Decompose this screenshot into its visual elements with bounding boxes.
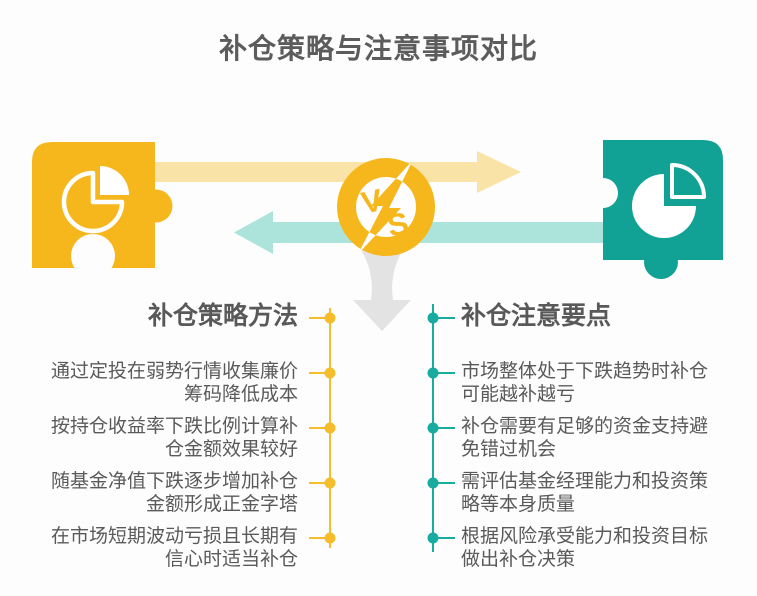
left-timeline xyxy=(309,308,336,548)
puzzle-notch xyxy=(71,234,115,278)
timeline-dot xyxy=(427,532,439,544)
pie-chart-filled-icon xyxy=(632,163,706,238)
timeline-dot xyxy=(324,422,336,434)
right-item-4: 根据风险承受能力和投资目标 做出补仓决策 xyxy=(461,526,709,570)
left-puzzle-piece xyxy=(32,142,173,278)
right-column-heading: 补仓注意要点 xyxy=(461,302,612,330)
down-arrow xyxy=(353,248,411,331)
right-item-2: 补仓需要有足够的资金支持避 免错过机会 xyxy=(461,416,709,460)
puzzle-knob xyxy=(644,245,678,279)
left-item-1: 通过定投在弱势行情收集廉价 筹码降低成本 xyxy=(50,361,298,405)
vs-badge: V S xyxy=(337,158,435,256)
timeline-dot xyxy=(324,532,336,544)
timeline-dot xyxy=(427,477,439,489)
left-item-4: 在市场短期波动亏损且长期有 信心时适当补仓 xyxy=(50,526,298,570)
left-column-heading: 补仓策略方法 xyxy=(147,302,298,330)
lightning-bolt-inner xyxy=(358,177,413,237)
puzzle-notch xyxy=(588,178,618,208)
timeline-dot xyxy=(324,477,336,489)
right-timeline xyxy=(427,304,455,552)
timeline-dot xyxy=(427,312,439,324)
right-item-1: 市场整体处于下跌趋势时补仓 可能越补越亏 xyxy=(461,361,709,405)
timeline-dot xyxy=(427,422,439,434)
right-puzzle-piece xyxy=(588,140,723,279)
puzzle-body xyxy=(32,142,155,268)
right-arrow xyxy=(148,151,521,193)
pie-chart-outline-icon xyxy=(61,166,129,234)
timeline-dot xyxy=(427,367,439,379)
left-item-2: 按持仓收益率下跌比例计算补 仓金额效果较好 xyxy=(50,416,298,460)
left-item-3: 随基金净值下跌逐步增加补仓 金额形成正金字塔 xyxy=(50,471,298,515)
puzzle-knob xyxy=(139,189,173,223)
page-title: 补仓策略与注意事项对比 xyxy=(218,33,538,64)
right-item-3: 需评估基金经理能力和投资策 略等本身质量 xyxy=(461,471,709,515)
timeline-dot xyxy=(324,312,336,324)
timeline-dot xyxy=(324,367,336,379)
